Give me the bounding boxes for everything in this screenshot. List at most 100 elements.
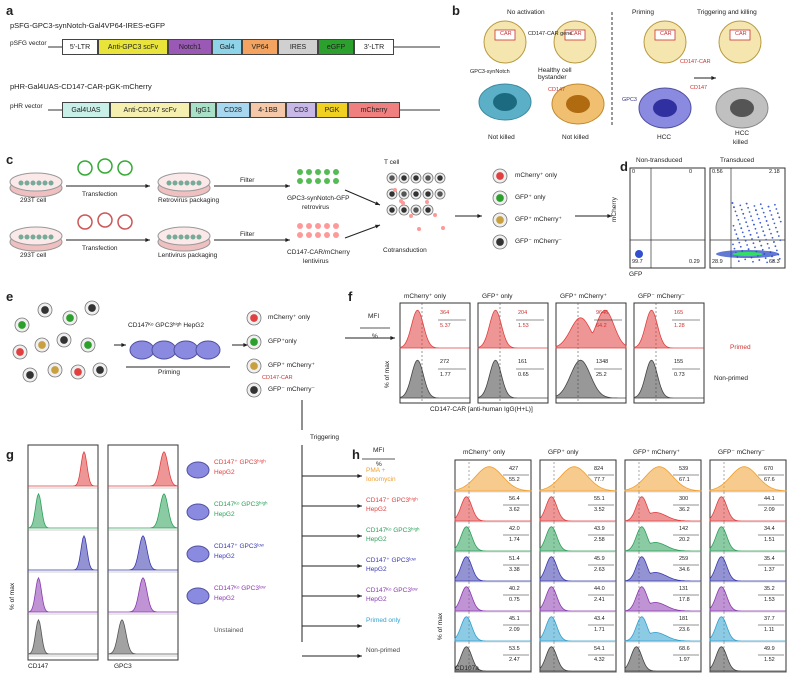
h-pct-3-1: 2.63 [594, 567, 605, 573]
h-mfi-6-3: 49.9 [764, 646, 775, 652]
label-not-killed-1: Not killed [488, 134, 515, 141]
h-hist-1-3 [709, 496, 786, 522]
arrow-filter-2-head [285, 238, 290, 242]
g-hist-cd147-3 [27, 576, 98, 613]
construct1-part-3: Gal4 [212, 39, 242, 55]
h-branch-5-head [357, 624, 362, 628]
fcs-trans-dot112 [753, 223, 755, 226]
h-hist-3-0 [454, 556, 531, 582]
fcs-trans-dot34 [759, 203, 762, 206]
h-mfi-3-0: 51.4 [509, 556, 520, 562]
fcs-non-frame [629, 167, 706, 269]
fcs-trans-dot116 [776, 230, 779, 233]
fcs-trans-dot23 [756, 213, 759, 216]
h-pct-1-0: 3.62 [509, 507, 520, 513]
dish-4-c5 [196, 234, 202, 240]
tcell-c12-core [413, 207, 419, 213]
tcell-c11-core [401, 207, 407, 213]
label-gpc3-synnotch: GPC3-synNotch [470, 69, 510, 75]
f-ylabel: % of max [384, 360, 391, 388]
e-out-cell-3-core [250, 386, 258, 394]
h-pct-5-3: 1.11 [764, 627, 775, 633]
label-gpc3-virus-2: retrovirus [302, 204, 330, 211]
fcs-trans-dot52 [743, 235, 746, 238]
fcs-trans-dot88 [758, 240, 761, 243]
fcs-trans-dot26 [761, 248, 764, 251]
label-no-activation: No activation [507, 9, 545, 16]
fcs-trans-dot51 [774, 203, 776, 206]
fcs-trans-dot114 [740, 227, 743, 230]
tcell-1 [553, 20, 597, 64]
h-mfi-4-3: 35.2 [764, 586, 775, 592]
fcs-trans-dot78 [773, 222, 776, 225]
fcs-trans-dot39 [752, 242, 755, 245]
g-row-label1-3: CD147ᴷᵒ GPC3ˡᵒʷ [214, 585, 266, 592]
h-hist-5-0 [454, 616, 531, 642]
g-row-label1-4: Unstained [214, 627, 244, 634]
h-title-3: GFP⁻ mCherry⁻ [718, 449, 765, 456]
fcs-trans-dot27 [779, 220, 782, 223]
h-hist-4-2 [624, 586, 702, 612]
fcs-trans-dot53 [761, 207, 764, 210]
g-cell-1 [186, 503, 210, 521]
fcs-trans-dot31 [754, 227, 757, 230]
h-pct-1-3: 2.09 [764, 507, 775, 513]
fcs-trans-dot104 [755, 209, 757, 212]
f-title-3: GFP⁻ mCherry⁻ [638, 293, 685, 300]
h-pct-6-3: 1.52 [764, 657, 775, 663]
construct1-part-4: VP64 [242, 39, 278, 55]
dish-2-c4 [42, 234, 48, 240]
h-hist-5-2 [624, 616, 702, 642]
car-gene-2 [654, 29, 676, 41]
fcs-trans-dot37 [765, 238, 768, 241]
h-pct-1-2: 36.2 [679, 507, 690, 513]
h-hist-0-1 [539, 466, 617, 492]
f-primed-mfi-0: 364 [440, 310, 450, 316]
legend-c-2: GFP⁺ mCherry⁺ [515, 216, 562, 223]
h-row-label1-4: CD147ᴷᵒ GPC3ˡᵒʷ [366, 587, 418, 594]
label-gpc3-virus-1: GPC3-synNotch-GFP [287, 195, 350, 202]
fcs-trans-dot20 [751, 238, 753, 240]
f-non-label: Non-primed [714, 375, 748, 382]
tcell-c0-core [389, 175, 395, 181]
hcc-dead-nucleus [730, 99, 754, 117]
construct1-part-2: Notch1 [168, 39, 212, 55]
construct2-part-3: CD28 [216, 102, 250, 118]
h-hist-0-0 [454, 466, 532, 492]
car-gene-label-0: CAR [500, 31, 512, 37]
car-gene-0 [494, 29, 516, 41]
tcell-c2-core [413, 175, 419, 181]
h-title-2: GFP⁺ mCherry⁺ [633, 449, 680, 456]
car-gene-label-1: CAR [570, 31, 582, 37]
fcs-trans-dot44 [745, 221, 748, 224]
label-cotrans: Cotransduction [383, 247, 427, 254]
h-mfi-5-2: 181 [679, 616, 689, 622]
e-out-label-3: GFP⁻ mCherry⁻ [268, 386, 315, 393]
plasmid-a2 [117, 160, 133, 176]
virus-g8 [324, 178, 330, 184]
arrow-cotrans-2 [344, 224, 381, 239]
h-mfi-6-2: 68.6 [679, 646, 690, 652]
g-ylabel: % of max [9, 582, 16, 610]
h-hist-3-3 [709, 556, 786, 582]
fcs-trans-q1: 2.18 [769, 169, 780, 175]
label-293t-2: 293T cell [20, 252, 47, 259]
h-hist-0-3 [709, 466, 787, 492]
fcs-trans-dot66 [752, 260, 754, 263]
dish-3-top [157, 172, 211, 192]
label-triggering: Triggering and killing [697, 9, 757, 16]
g-hist-cd147-0 [28, 450, 99, 487]
h-mfi-6-0: 53.5 [509, 646, 520, 652]
g-row-label2-3: HepG2 [214, 595, 235, 602]
label-f-pct: % [372, 333, 378, 340]
e-cell-2-core [66, 314, 74, 322]
v-mix3 [417, 227, 421, 231]
h-mfi-5-1: 43.4 [594, 616, 605, 622]
h-title-0: mCherry⁺ only [463, 449, 506, 456]
h-mfi-0-0: 427 [509, 466, 519, 472]
fcs-trans-dot83 [766, 261, 769, 264]
v-mix5 [433, 213, 437, 217]
virus-r5 [297, 232, 303, 238]
dish-1-top [9, 172, 63, 192]
plasmid-a1 [97, 158, 113, 174]
